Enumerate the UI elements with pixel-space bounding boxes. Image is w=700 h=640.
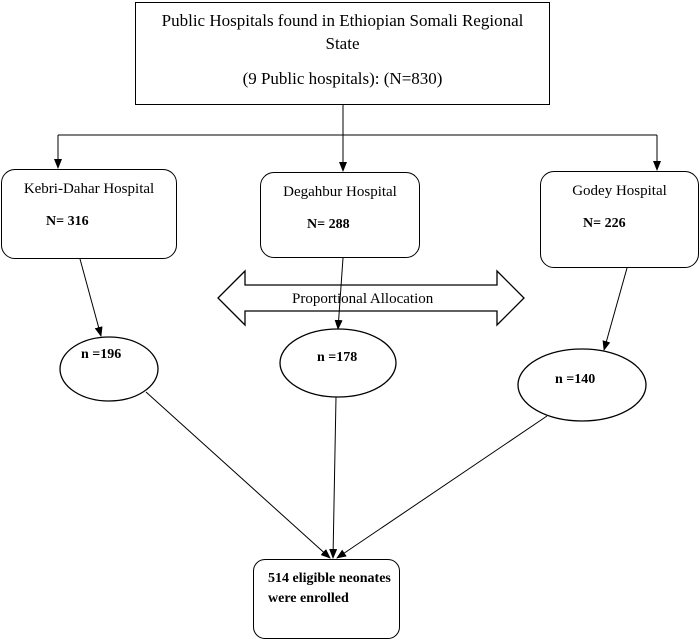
source-population-count: (9 Public hospitals): (N=830) — [242, 69, 443, 88]
enrolled-neonates-box: 514 eligible neonates were enrolled — [253, 559, 400, 639]
hospital-box-godey: Godey Hospital N= 226 — [540, 171, 699, 268]
source-population-box: Public Hospitals found in Ethiopian Soma… — [135, 2, 550, 105]
sample-ellipse-kebri-dahar — [59, 336, 159, 402]
arrow-godey-to-final — [336, 415, 548, 559]
sample-size-godey: n =140 — [555, 372, 596, 387]
hospital-name: Kebri-Dahar Hospital — [23, 181, 155, 197]
source-population-title: Public Hospitals found in Ethiopian Soma… — [161, 11, 524, 53]
sample-size-degahbur: n =178 — [317, 350, 358, 365]
enrolled-neonates-text: 514 eligible neonates were enrolled — [268, 571, 391, 606]
hospital-name: Degahbur Hospital — [283, 184, 397, 200]
proportional-allocation-label: Proportional Allocation — [292, 291, 434, 307]
hospital-box-degahbur: Degahbur Hospital N= 288 — [260, 172, 420, 258]
sample-ellipse-godey — [517, 348, 647, 422]
arrow-degahbur-to-sample — [334, 257, 344, 330]
proportional-allocation-double-arrow — [217, 269, 525, 327]
hospital-name: Godey Hospital — [572, 183, 667, 199]
arrow-kebri-to-final — [145, 391, 331, 559]
hospital-population: N= 288 — [307, 217, 350, 232]
arrow-degahbur-to-final — [329, 396, 338, 559]
sample-size-kebri-dahar: n =196 — [81, 347, 122, 362]
hospital-population: N= 316 — [46, 214, 89, 229]
hospital-population: N= 226 — [583, 216, 626, 231]
arrow-kebri-to-sample — [79, 258, 103, 337]
arrow-godey-to-sample — [602, 267, 628, 351]
sample-ellipse-degahbur — [279, 328, 397, 398]
hospital-box-kebri-dahar: Kebri-Dahar Hospital N= 316 — [1, 169, 177, 259]
